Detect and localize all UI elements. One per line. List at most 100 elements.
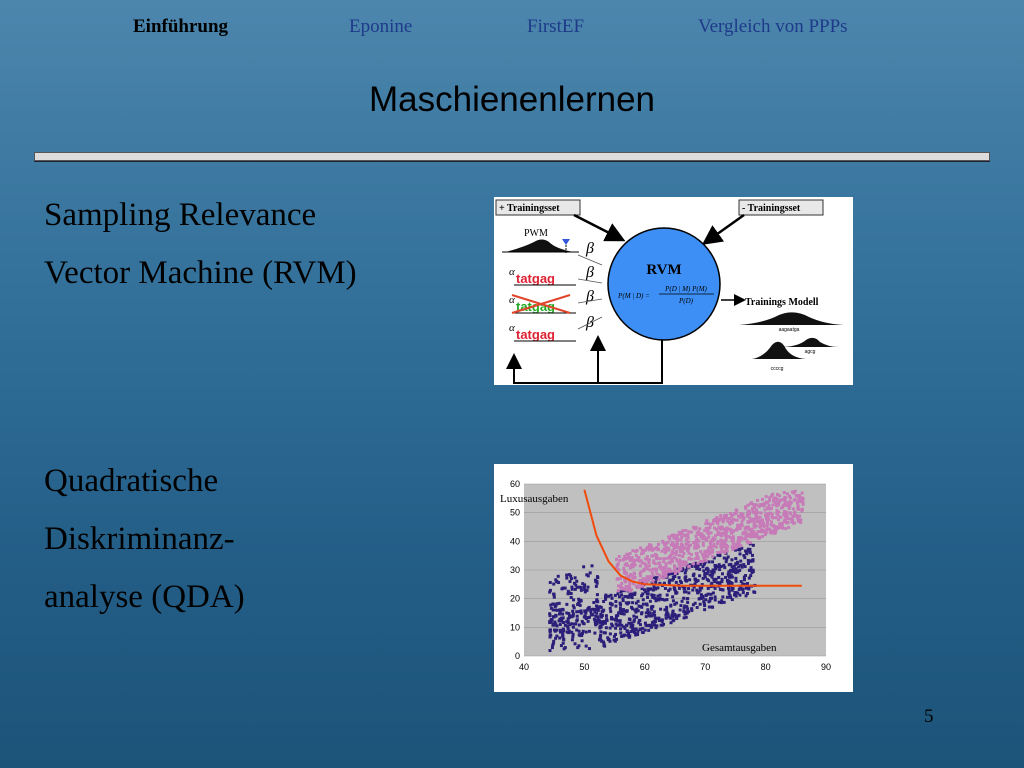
qda-point-class1 <box>594 604 598 608</box>
qda-point-class2 <box>784 527 788 531</box>
qda-point-class1 <box>730 598 734 602</box>
qda-point-class2 <box>762 502 766 506</box>
qda-point-class1 <box>714 567 718 571</box>
qda-point-class1 <box>720 599 724 603</box>
qda-point-class1 <box>685 611 689 615</box>
qda-point-class1 <box>640 594 644 598</box>
qda-point-class1 <box>579 588 583 592</box>
qda-ytick-label: 10 <box>510 622 520 632</box>
nav-item-firstef[interactable]: FirstEF <box>527 16 585 37</box>
qda-point-class1 <box>579 609 583 613</box>
qda-point-class1 <box>617 595 621 599</box>
qda-point-class1 <box>640 611 644 615</box>
qda-point-class1 <box>717 563 721 567</box>
qda-point-class1 <box>573 576 577 580</box>
qda-point-class2 <box>638 572 642 576</box>
qda-point-class1 <box>581 629 585 633</box>
qda-text-line-1: Quadratische <box>44 463 219 499</box>
qda-point-class2 <box>695 537 699 541</box>
qda-point-class1 <box>575 619 579 623</box>
qda-point-class2 <box>674 552 678 556</box>
qda-point-class2 <box>796 519 800 523</box>
qda-point-class1 <box>568 614 572 618</box>
qda-point-class2 <box>747 511 751 515</box>
qda-point-class2 <box>633 572 637 576</box>
qda-point-class1 <box>565 611 569 615</box>
qda-point-class1 <box>749 574 753 578</box>
qda-point-class2 <box>770 512 774 516</box>
qda-point-class2 <box>709 543 713 547</box>
qda-point-class1 <box>561 608 565 612</box>
qda-point-class1 <box>632 619 636 623</box>
qda-point-class1 <box>577 623 581 627</box>
qda-point-class1 <box>643 621 647 625</box>
qda-point-class1 <box>738 593 742 597</box>
qda-point-class1 <box>718 587 722 591</box>
qda-point-class2 <box>789 512 793 516</box>
qda-point-class2 <box>697 545 701 549</box>
qda-point-class2 <box>719 541 723 545</box>
qda-point-class2 <box>651 573 655 577</box>
qda-point-class2 <box>617 584 621 588</box>
qda-point-class1 <box>722 600 726 604</box>
model-curve-2 <box>784 337 839 347</box>
qda-point-class2 <box>733 511 737 515</box>
qda-point-class2 <box>761 520 765 524</box>
qda-point-class1 <box>752 590 756 594</box>
qda-point-class1 <box>739 563 743 567</box>
title-divider <box>34 152 990 161</box>
qda-point-class2 <box>623 557 627 561</box>
qda-point-class2 <box>730 513 734 517</box>
qda-point-class2 <box>643 567 647 571</box>
qda-point-class2 <box>743 537 747 541</box>
model-seq-2: agcg <box>805 349 816 355</box>
nav-item-eponine[interactable]: Eponine <box>349 16 413 37</box>
qda-point-class1 <box>747 549 751 553</box>
qda-point-class2 <box>772 499 776 503</box>
qda-point-class1 <box>706 586 710 590</box>
qda-point-class1 <box>552 602 556 606</box>
qda-point-class1 <box>710 570 714 574</box>
qda-point-class2 <box>723 543 727 547</box>
qda-point-class1 <box>580 619 584 623</box>
qda-point-class2 <box>754 532 758 536</box>
qda-point-class1 <box>733 548 737 552</box>
qda-point-class1 <box>673 575 677 579</box>
qda-point-class2 <box>764 495 768 499</box>
qda-point-class2 <box>765 519 769 523</box>
qda-point-class2 <box>740 522 744 526</box>
qda-point-class1 <box>614 632 618 636</box>
qda-point-class2 <box>711 539 715 543</box>
qda-point-class1 <box>570 615 574 619</box>
qda-point-class1 <box>693 601 697 605</box>
qda-point-class2 <box>642 551 646 555</box>
qda-point-class2 <box>651 547 655 551</box>
qda-point-class1 <box>677 586 681 590</box>
nav-item-einfuehrung[interactable]: Einführung <box>133 16 229 37</box>
qda-point-class2 <box>618 577 622 581</box>
qda-point-class2 <box>789 517 793 521</box>
qda-point-class1 <box>695 579 699 583</box>
qda-point-class2 <box>730 528 734 532</box>
qda-point-class2 <box>788 500 792 504</box>
arrow-pos <box>573 213 626 242</box>
qda-point-class1 <box>601 622 605 626</box>
model-label: Trainings Modell <box>745 297 819 308</box>
qda-point-class2 <box>632 561 636 565</box>
qda-point-class1 <box>558 617 562 621</box>
qda-point-class2 <box>653 562 657 566</box>
qda-point-class2 <box>737 536 741 540</box>
qda-point-class1 <box>694 561 698 565</box>
qda-point-class1 <box>683 612 687 616</box>
qda-point-class1 <box>653 613 657 617</box>
nav-item-vergleich[interactable]: Vergleich von PPPs <box>698 16 848 37</box>
qda-point-class2 <box>676 537 680 541</box>
qda-point-class2 <box>694 534 698 538</box>
qda-point-class1 <box>632 618 636 622</box>
qda-point-class1 <box>569 596 573 600</box>
qda-point-class1 <box>555 608 559 612</box>
qda-point-class2 <box>659 575 663 579</box>
qda-point-class1 <box>719 564 723 568</box>
qda-point-class1 <box>711 560 715 564</box>
qda-point-class1 <box>555 580 559 584</box>
